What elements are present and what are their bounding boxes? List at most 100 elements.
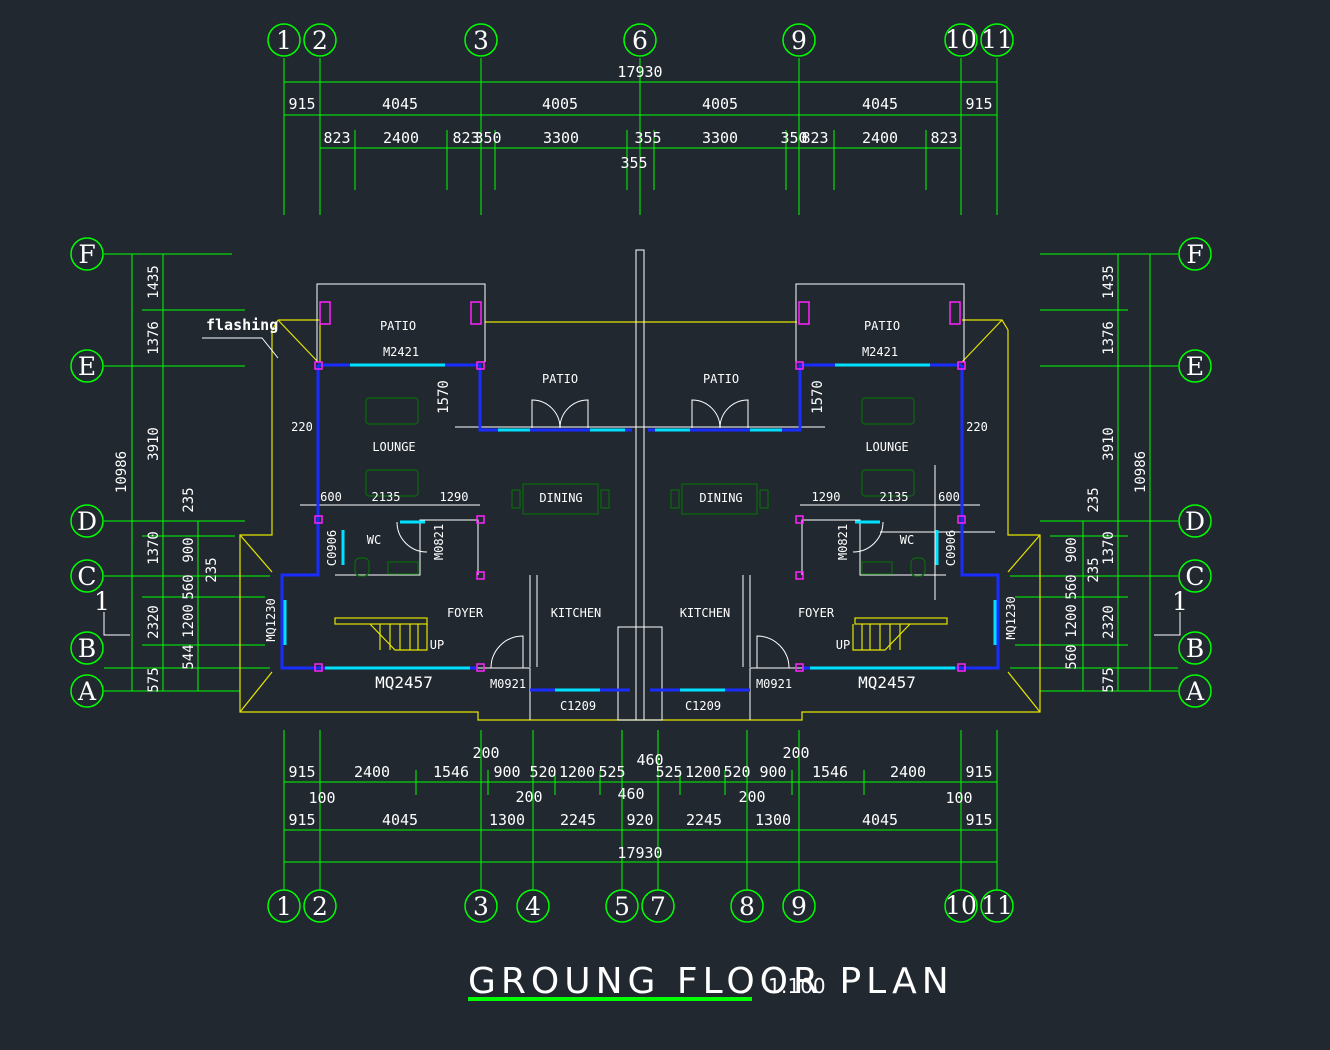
flashing-annotation: flashing	[202, 316, 279, 359]
door-tag: M0921	[756, 677, 792, 691]
dimension-value: 4045	[862, 95, 898, 113]
dimension-1570: 1570	[810, 380, 826, 414]
dimension-value: 4045	[382, 95, 418, 113]
dimension-value: 2400	[890, 763, 926, 781]
dimension-value: 355	[634, 129, 661, 147]
dimension-1570: 1570	[436, 380, 452, 414]
dimension-220: 220	[966, 420, 988, 434]
axis-label-left: B	[78, 634, 96, 663]
top-dimensions: 17930 915 4045 4005 4005 4045 915 823 24…	[288, 63, 992, 172]
dimension-value: 2400	[383, 129, 419, 147]
dimension-value: 235	[1086, 557, 1102, 582]
dimension-value: 525	[655, 763, 682, 781]
right-dimensions: 10986 1435 1376 3910 1370 2320 575 235 9…	[1064, 265, 1149, 693]
dimension-value: 560	[1064, 574, 1080, 599]
axis-label-bottom: 7	[650, 892, 666, 921]
drawing-scale: 1:100	[768, 974, 826, 998]
axis-label-right: D	[1185, 507, 1205, 536]
window-tag: MQ1230	[1004, 596, 1018, 639]
axis-label-bottom: 3	[473, 892, 489, 921]
window-tag: C1209	[685, 699, 721, 713]
door-tag: M2421	[862, 345, 898, 359]
axis-label-right: A	[1185, 677, 1205, 706]
dimension-value: 1435	[146, 265, 162, 299]
dimension-value: 235	[1086, 487, 1102, 512]
window-tag: MQ2457	[375, 673, 433, 692]
dimension-value: 560	[181, 574, 197, 599]
dimension-value: 1435	[1101, 265, 1117, 299]
room-label-patio: PATIO	[380, 319, 416, 333]
stair-up-label: UP	[836, 638, 850, 652]
section-marker-label: 1	[94, 587, 110, 616]
drawing-title: GROUNG FLOOR PLAN 1:100	[468, 961, 949, 1002]
axis-label-top: 2	[312, 26, 328, 55]
room-label-wc: WC	[900, 533, 914, 547]
room-labels: PATIO PATIO PATIO PATIO LOUNGE LOUNGE DI…	[367, 319, 914, 652]
dimension-value: 1376	[1101, 321, 1117, 355]
dimension-outer-left: 10986	[114, 451, 130, 493]
window-tag: C1209	[560, 699, 596, 713]
room-label-foyer: FOYER	[447, 606, 484, 620]
axis-grid-lines	[104, 58, 1178, 890]
dimension-value: 235	[204, 557, 220, 582]
dimension-value: 2400	[354, 763, 390, 781]
dimension-total-top: 17930	[617, 63, 662, 81]
dimension-extra: 460	[617, 785, 644, 803]
axis-label-left: D	[77, 507, 97, 536]
dimension-value: 350	[474, 129, 501, 147]
room-label-patio: PATIO	[703, 372, 739, 386]
dimension-value: 900	[759, 763, 786, 781]
room-label-patio: PATIO	[542, 372, 578, 386]
axis-bubbles-right: F E D C B A	[1178, 237, 1212, 708]
dimension-value: 920	[626, 811, 653, 829]
dimension-value: 1370	[146, 531, 162, 565]
dimension-value: 560	[1064, 644, 1080, 669]
axis-label-right: F	[1186, 240, 1203, 269]
dimension-value: 3300	[543, 129, 579, 147]
dimension-value: 520	[529, 763, 556, 781]
dimension-value: 1370	[1101, 531, 1117, 565]
axis-label-right: B	[1186, 634, 1204, 663]
room-label-kitchen: KITCHEN	[551, 606, 602, 620]
axis-label-top: 1	[276, 26, 292, 55]
axis-label-left: A	[77, 677, 97, 706]
dimension-1290: 1290	[812, 490, 841, 504]
dimension-value: 4005	[702, 95, 738, 113]
axis-label-right: E	[1186, 352, 1204, 381]
axis-bubbles-bottom: 1 2 3 4 5 7 8 9 10 11	[267, 889, 1014, 923]
dimension-value: 3910	[1101, 427, 1117, 461]
axis-label-left: F	[78, 240, 95, 269]
dimension-value: 915	[288, 95, 315, 113]
room-label-foyer: FOYER	[798, 606, 835, 620]
dimension-value: 3910	[146, 427, 162, 461]
title-underline	[468, 997, 752, 1001]
dimension-extra: 200	[472, 744, 499, 762]
dimension-value: 575	[1101, 667, 1117, 692]
axis-label-top: 11	[981, 25, 1013, 54]
window-tag: C0906	[944, 530, 958, 566]
axis-label-right: C	[1185, 562, 1204, 591]
dimension-outer-right: 10986	[1133, 451, 1149, 493]
dimension-extra: 100	[945, 789, 972, 807]
dimension-value: 915	[965, 763, 992, 781]
dimension-value: 1200	[559, 763, 595, 781]
dimension-value: 1300	[755, 811, 791, 829]
dimension-value: 915	[965, 811, 992, 829]
axis-label-bottom: 2	[312, 892, 328, 921]
dimension-600: 600	[320, 490, 342, 504]
dimension-value: 4045	[382, 811, 418, 829]
dimension-center: 355	[620, 154, 647, 172]
dimension-value: 1300	[489, 811, 525, 829]
door-tag: M0921	[490, 677, 526, 691]
dimension-value: 1200	[181, 604, 197, 638]
room-label-patio: PATIO	[864, 319, 900, 333]
room-label-dining: DINING	[539, 491, 582, 505]
dimension-extra: 460	[636, 751, 663, 769]
dimension-value: 915	[288, 811, 315, 829]
building-outline	[239, 319, 1041, 721]
axis-label-left: E	[78, 352, 96, 381]
axis-bubbles-top: 1 2 3 6 9 10 11	[267, 23, 1014, 57]
axis-label-top: 3	[473, 26, 489, 55]
dimension-value: 823	[452, 129, 479, 147]
